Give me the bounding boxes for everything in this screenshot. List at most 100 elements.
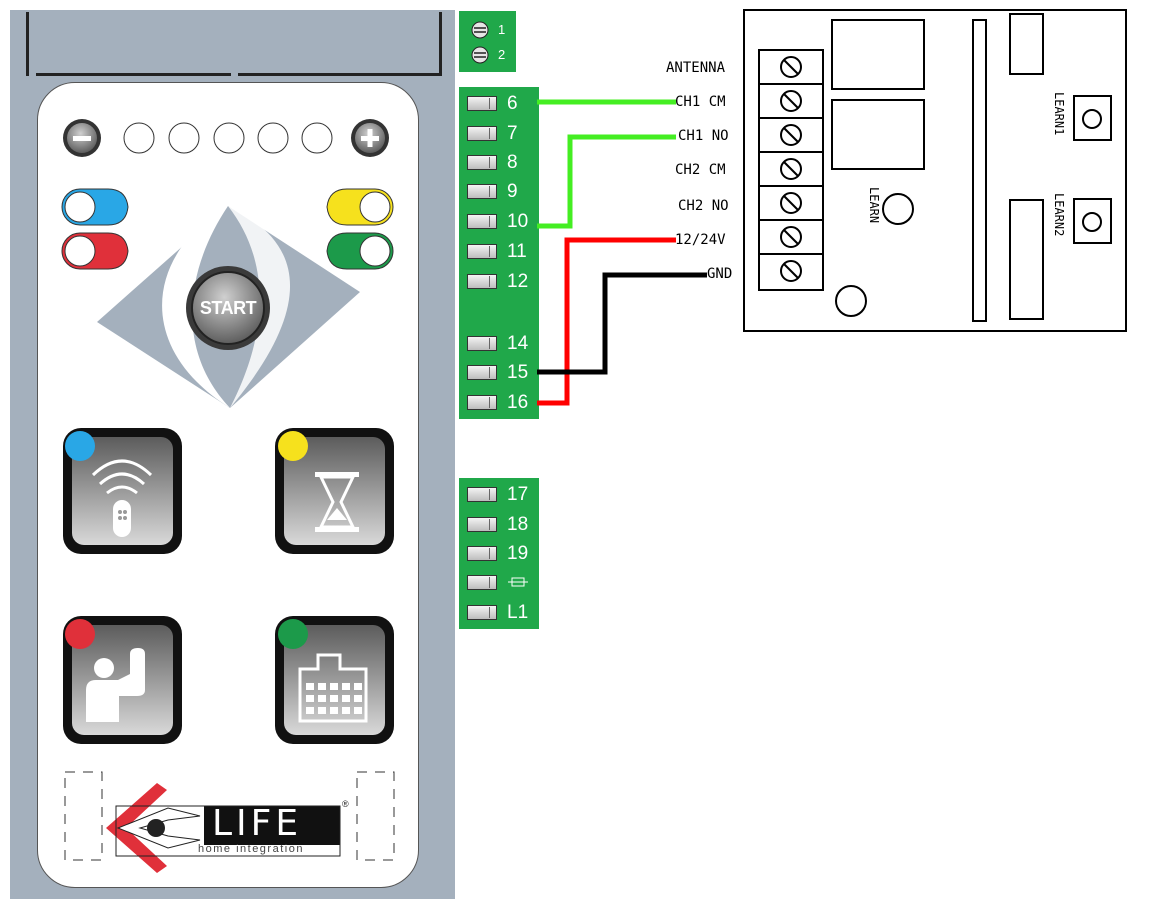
screw-icon [780,56,802,78]
level-led [168,122,200,154]
blue-led [65,431,95,461]
screw-cover-right [356,771,395,861]
panel-divider [36,73,231,76]
terminal-number: 10 [507,211,529,232]
terminal-label: 2 [498,47,506,62]
wire-15-gnd [537,272,707,375]
terminal-connector [467,336,497,351]
screw-cover-left [64,771,103,861]
terminal-connector [467,605,497,620]
relay-2 [831,99,925,170]
person-icon [86,648,145,722]
power-terminal-block: 1 2 [459,11,516,72]
terminal-connector [467,365,497,380]
fuse-symbol-icon [508,577,528,587]
start-button[interactable] [186,266,270,350]
level-led [213,122,245,154]
ch1-cm-label: CH1 CM [675,94,726,110]
terminal-number: 15 [507,362,529,383]
terminal-number: 8 [507,152,518,173]
screw-icon [780,192,802,214]
life-logo-mark [106,783,341,873]
component-block [1009,199,1044,320]
terminal-connector [467,546,497,561]
terminal-number: 9 [507,181,518,202]
wire-16-power [537,237,676,406]
screw-icon [780,124,802,146]
ch2-no-label: CH2 NO [678,198,729,214]
panel-bracket [26,12,29,76]
minus-button[interactable] [63,119,101,157]
terminal-number: 11 [507,241,527,262]
terminal-connector [467,517,497,532]
plus-icon [361,129,379,147]
green-led [278,619,308,649]
terminal-number: 19 [507,543,529,564]
remote-learn-button[interactable] [63,428,182,554]
terminal-connector [467,575,497,590]
screw-icon [471,21,489,39]
terminal-screws [471,21,489,64]
power-label: 12/24V [675,232,726,248]
logo-tagline: home integration [198,843,304,855]
terminal-number: L1 [507,602,529,623]
terminal-connector [467,126,497,141]
terminal-connector [467,274,497,289]
terminal-number: 16 [507,392,529,413]
minus-icon [73,136,91,141]
terminal-number: 12 [507,271,529,292]
terminal-number: 17 [507,484,529,505]
remote-learn-icon [91,459,153,537]
red-status-led [61,232,129,270]
level-led [123,122,155,154]
screw-icon [471,46,489,64]
terminal-connector [467,184,497,199]
learn1-button[interactable] [1073,95,1112,141]
antenna-label: ANTENNA [666,60,726,76]
terminal-connector [467,487,497,502]
antenna-strip [972,19,987,322]
gnd-label: GND [707,266,733,282]
terminal-connector [467,244,497,259]
user-button[interactable] [63,616,182,744]
red-led [65,619,95,649]
receiver-module [743,9,1127,332]
receiver-terminal-strip [758,49,824,291]
building-icon [298,653,368,723]
relay-1 [831,19,925,90]
timer-button[interactable] [275,428,394,554]
panel-bracket [439,12,442,76]
terminal-connector [467,214,497,229]
terminal-connector [467,155,497,170]
blue-status-led [61,188,129,226]
hourglass-icon [315,472,359,532]
learn1-label: LEARN1 [1052,92,1066,136]
yellow-led [278,431,308,461]
screw-icon [780,158,802,180]
learn2-button[interactable] [1073,198,1112,244]
component-block [1009,13,1044,75]
terminal-number: 6 [507,93,518,114]
yellow-status-led [326,188,394,226]
learn-label: LEARN [867,187,881,224]
building-button[interactable] [275,616,394,744]
screw-icon [780,226,802,248]
level-led [301,122,333,154]
learn-button[interactable] [882,193,914,225]
logo-text: LIFE [212,803,303,844]
wire-10-ch1no [537,134,676,229]
terminal-block-b: 17 18 19 L1 [459,478,539,629]
learn2-label: LEARN2 [1052,193,1066,237]
level-led [257,122,289,154]
ch2-cm-label: CH2 CM [675,162,726,178]
terminal-label: 1 [498,22,506,37]
terminal-connector [467,395,497,410]
start-label: START [199,298,257,318]
registered-mark: ® [342,799,349,809]
terminal-number: 18 [507,514,529,535]
terminal-number: 14 [507,333,529,354]
screw-icon [780,90,802,112]
faceplate-graphics [61,119,395,873]
screw-icon [780,260,802,282]
plus-button[interactable] [351,119,389,157]
